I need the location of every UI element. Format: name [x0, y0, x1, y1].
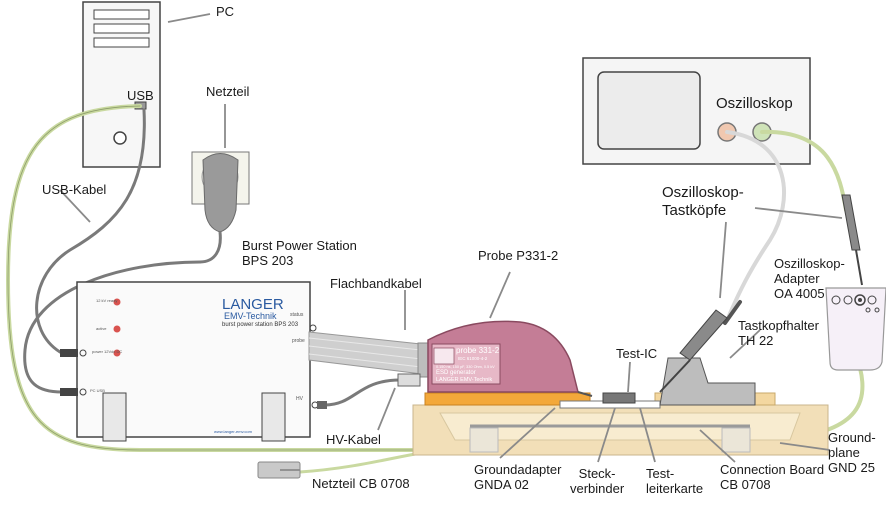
label-burst-power-station: Burst Power Station BPS 203: [242, 238, 357, 268]
bps-hv-label: HV: [296, 396, 303, 402]
label-groundplane-line-1: Ground-: [828, 430, 876, 445]
label-adapter-line-1: Oszilloskop-: [774, 256, 845, 271]
burst-power-station: [60, 281, 327, 442]
label-adapter-line-3: OA 4005: [774, 286, 825, 301]
pc-tower: [82, 1, 161, 168]
label-steckverbinder: Steck- verbinder: [570, 466, 624, 496]
probe-gen-text: ESD generator: [436, 370, 476, 376]
label-groundadapter-line-1: Groundadapter: [474, 462, 562, 477]
label-probe: Probe P331-2: [478, 248, 559, 263]
bps-website: www.langer-emv.com: [214, 429, 252, 434]
label-test-line-2: leiterkarte: [646, 481, 704, 496]
bps-brand-sub: EMV-Technik: [224, 311, 277, 321]
bps-led-3-label: power 12Vdc DC: [92, 349, 123, 354]
hv-plug: [397, 373, 421, 387]
label-groundplane-line-2: plane: [828, 445, 860, 460]
label-groundplane: Ground- plane GND 25: [828, 430, 876, 475]
power-supply: [191, 151, 250, 264]
ribbon-cable: [308, 331, 433, 378]
label-steck-line-2: verbinder: [570, 481, 625, 496]
bps-status-label: status: [290, 312, 304, 318]
label-netzteil-cb: Netzteil CB 0708: [312, 476, 410, 491]
label-groundadapter-line-2: GNDA 02: [474, 477, 529, 492]
probe-std-text: IEC 61000-4-2: [458, 356, 488, 361]
label-usb: USB: [127, 88, 154, 103]
bps-model: burst power station BPS 203: [222, 322, 299, 328]
label-oszilloskop-tastkoepfe: Oszilloskop- Tastköpfe: [662, 184, 744, 220]
bps-brand: LANGER: [222, 296, 284, 313]
label-pc: PC: [216, 4, 235, 19]
label-tastkopfhalter: Tastkopfhalter TH 22: [738, 318, 819, 348]
label-netzteil: Netzteil: [206, 84, 250, 99]
scope-adapter: [825, 287, 886, 371]
label-test-line-1: Test-: [646, 466, 675, 481]
label-groundplane-line-3: GND 25: [828, 460, 875, 475]
label-connection-line-2: CB 0708: [720, 477, 771, 492]
label-halter-line-1: Tastkopfhalter: [738, 318, 819, 333]
label-burst-line-1: Burst Power Station: [242, 238, 357, 253]
scope-probe-1: [659, 300, 742, 393]
label-tastkoepfe-line-1: Oszilloskop-: [662, 184, 744, 201]
label-flachbandkabel: Flachbandkabel: [330, 276, 422, 291]
leader-lines: [59, 13, 843, 471]
probe-spec-text: 0.150 ns, 150 pF, 330 Ohm, 0.5 kV: [436, 365, 495, 369]
esd-probe: [427, 320, 593, 397]
groundplane: [412, 404, 829, 456]
label-adapter-line-2: Adapter: [774, 271, 820, 286]
label-oszilloskop: Oszilloskop: [716, 95, 793, 112]
label-oszilloskop-adapter: Oszilloskop- Adapter OA 4005: [774, 256, 845, 301]
label-tastkoepfe-line-2: Tastköpfe: [662, 202, 727, 219]
label-hv-kabel: HV-Kabel: [326, 432, 381, 447]
scope-probe-2: [841, 194, 863, 286]
label-connection-line-1: Connection Board: [720, 462, 825, 477]
label-groundadapter: Groundadapter GNDA 02: [474, 462, 561, 492]
label-test-ic: Test-IC: [616, 346, 658, 361]
bps-probe-label: probe: [292, 338, 305, 344]
probe-brand-text: LANGER EMV-Technik: [436, 377, 493, 383]
probe-model-text: probe 331-2: [456, 346, 500, 355]
label-steck-line-1: Steck-: [578, 466, 616, 481]
label-burst-line-2: BPS 203: [242, 253, 294, 268]
label-usb-kabel: USB-Kabel: [42, 182, 107, 197]
bps-led-1-label: 12 kV ready: [96, 298, 118, 303]
bps-led-2-label: active: [96, 326, 107, 331]
bps-pc-usb-label: PC USB: [90, 388, 105, 393]
label-connection-board: Connection Board CB 0708: [720, 462, 824, 492]
probe-holder: [659, 357, 756, 406]
label-halter-line-2: TH 22: [738, 333, 774, 348]
label-testleiterkarte: Test- leiterkarte: [646, 466, 703, 496]
